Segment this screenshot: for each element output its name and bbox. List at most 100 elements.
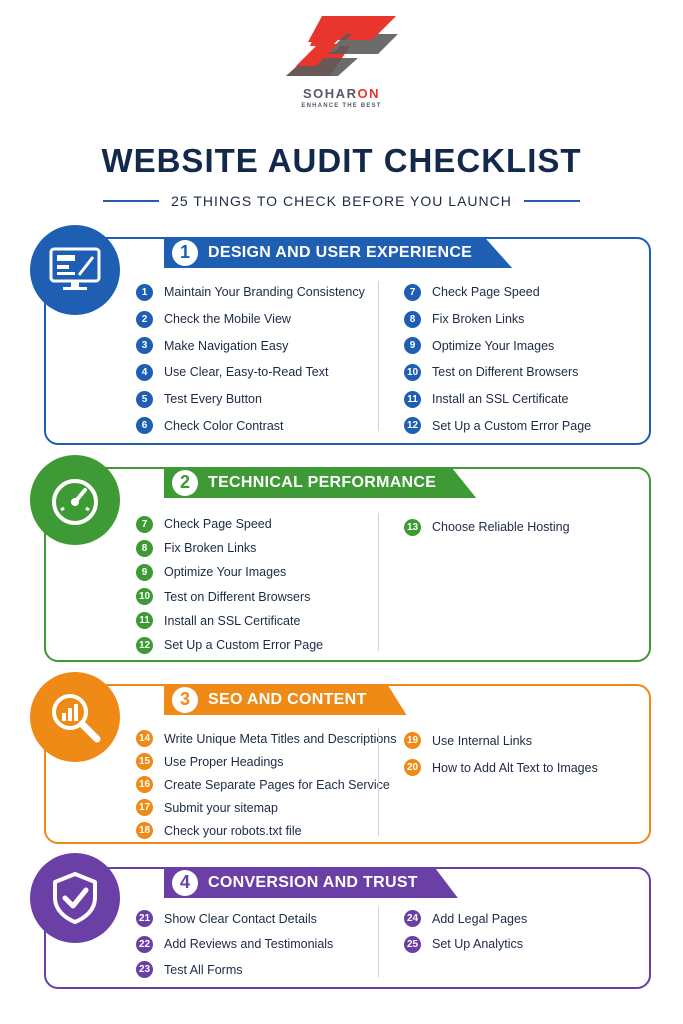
item-number-badge: 6 bbox=[136, 417, 153, 435]
soharon-logo-icon bbox=[285, 16, 398, 76]
checklist-item: 12 Set Up a Custom Error Page bbox=[136, 633, 323, 657]
item-label: Check the Mobile View bbox=[164, 312, 291, 327]
item-label: Check your robots.txt file bbox=[164, 823, 302, 838]
shield-check-icon bbox=[30, 853, 120, 943]
brand-logo: SOHARON ENHANCE THE BEST bbox=[0, 14, 683, 109]
column-divider bbox=[378, 281, 379, 431]
section-header: 3 SEO AND CONTENT bbox=[164, 684, 407, 715]
section-header: 4 CONVERSION AND TRUST bbox=[164, 867, 458, 898]
section-title: CONVERSION AND TRUST bbox=[208, 873, 418, 891]
section-header: 2 TECHNICAL PERFORMANCE bbox=[164, 467, 477, 498]
item-number-badge: 13 bbox=[404, 518, 421, 536]
item-number-badge: 10 bbox=[404, 363, 421, 381]
item-label: Submit your sitemap bbox=[164, 800, 278, 815]
checklist-item: 10 Test on Different Browsers bbox=[136, 585, 323, 609]
checklist-item: 2 Check the Mobile View bbox=[136, 306, 365, 333]
item-number-badge: 18 bbox=[136, 822, 153, 839]
section-title: DESIGN AND USER EXPERIENCE bbox=[208, 243, 473, 261]
item-number-badge: 21 bbox=[136, 910, 153, 928]
item-label: Test on Different Browsers bbox=[432, 365, 579, 380]
item-number-badge: 11 bbox=[404, 390, 421, 408]
checklist-item: 20 How to Add Alt Text to Images bbox=[404, 754, 598, 781]
checklist-item: 8 Fix Broken Links bbox=[404, 306, 591, 333]
item-label: Optimize Your Images bbox=[164, 565, 287, 580]
page-title: WEBSITE AUDIT CHECKLIST bbox=[101, 142, 582, 179]
item-label: Create Separate Pages for Each Service bbox=[164, 777, 390, 792]
speedometer-icon bbox=[30, 455, 120, 545]
item-number-badge: 12 bbox=[136, 636, 153, 654]
item-label: Add Reviews and Testimonials bbox=[164, 937, 334, 952]
column-divider bbox=[378, 907, 379, 977]
checklist-item: 23 Test All Forms bbox=[136, 957, 333, 983]
item-number-badge: 11 bbox=[136, 612, 153, 630]
item-number-badge: 3 bbox=[136, 337, 153, 355]
checklist-item: 21 Show Clear Contact Details bbox=[136, 906, 333, 932]
brand-name: SOHARON bbox=[303, 86, 380, 101]
item-number-badge: 1 bbox=[136, 283, 153, 301]
checklist-item: 17 Submit your sitemap bbox=[136, 796, 397, 819]
subtitle-row: 25 THINGS TO CHECK BEFORE YOU LAUNCH bbox=[0, 193, 683, 209]
item-label: Test on Different Browsers bbox=[164, 589, 311, 604]
item-label: Make Navigation Easy bbox=[164, 338, 289, 353]
item-label: Test All Forms bbox=[164, 962, 243, 977]
item-label: Set Up a Custom Error Page bbox=[164, 638, 324, 653]
item-number-badge: 2 bbox=[136, 310, 153, 328]
item-label: Check Page Speed bbox=[432, 285, 540, 300]
item-number-badge: 23 bbox=[136, 961, 153, 979]
checklist-item: 3 Make Navigation Easy bbox=[136, 332, 365, 359]
item-number-badge: 14 bbox=[136, 730, 153, 747]
section-number: 2 bbox=[172, 469, 198, 496]
item-label: Maintain Your Branding Consistency bbox=[164, 285, 365, 300]
item-label: How to Add Alt Text to Images bbox=[432, 760, 598, 775]
item-label: Optimize Your Images bbox=[432, 338, 555, 353]
item-number-badge: 15 bbox=[136, 753, 153, 770]
item-label: Test Every Button bbox=[164, 392, 262, 407]
section-conversion: 4 CONVERSION AND TRUST 21 Show Clear Cont… bbox=[44, 867, 651, 989]
monitor-design-icon bbox=[30, 225, 120, 315]
item-number-badge: 9 bbox=[404, 337, 421, 355]
checklist-item: 9 Optimize Your Images bbox=[404, 332, 591, 359]
item-number-badge: 9 bbox=[136, 563, 153, 581]
column-divider bbox=[378, 513, 379, 651]
item-number-badge: 8 bbox=[404, 310, 421, 328]
item-number-badge: 8 bbox=[136, 539, 153, 557]
item-label: Set Up a Custom Error Page bbox=[432, 418, 592, 433]
item-number-badge: 20 bbox=[404, 759, 421, 776]
column-divider bbox=[378, 728, 379, 836]
divider-line bbox=[103, 200, 160, 202]
item-number-badge: 10 bbox=[136, 588, 153, 606]
section-title: SEO AND CONTENT bbox=[208, 690, 367, 708]
item-label: Use Clear, Easy-to-Read Text bbox=[164, 365, 329, 380]
item-label: Choose Reliable Hosting bbox=[432, 520, 570, 535]
page-subtitle: 25 THINGS TO CHECK BEFORE YOU LAUNCH bbox=[171, 193, 512, 209]
section-number: 3 bbox=[172, 686, 198, 713]
item-label: Install an SSL Certificate bbox=[432, 392, 569, 407]
checklist-item: 11 Install an SSL Certificate bbox=[404, 386, 591, 413]
item-label: Check Page Speed bbox=[164, 517, 272, 532]
item-number-badge: 17 bbox=[136, 799, 153, 816]
checklist-item: 18 Check your robots.txt file bbox=[136, 819, 397, 842]
brand-tagline: ENHANCE THE BEST bbox=[301, 103, 382, 109]
item-label: Show Clear Contact Details bbox=[164, 911, 317, 926]
item-label: Fix Broken Links bbox=[432, 312, 525, 327]
checklist-item: 13 Choose Reliable Hosting bbox=[404, 515, 570, 539]
section-title: TECHNICAL PERFORMANCE bbox=[208, 473, 437, 491]
item-label: Add Legal Pages bbox=[432, 911, 528, 926]
